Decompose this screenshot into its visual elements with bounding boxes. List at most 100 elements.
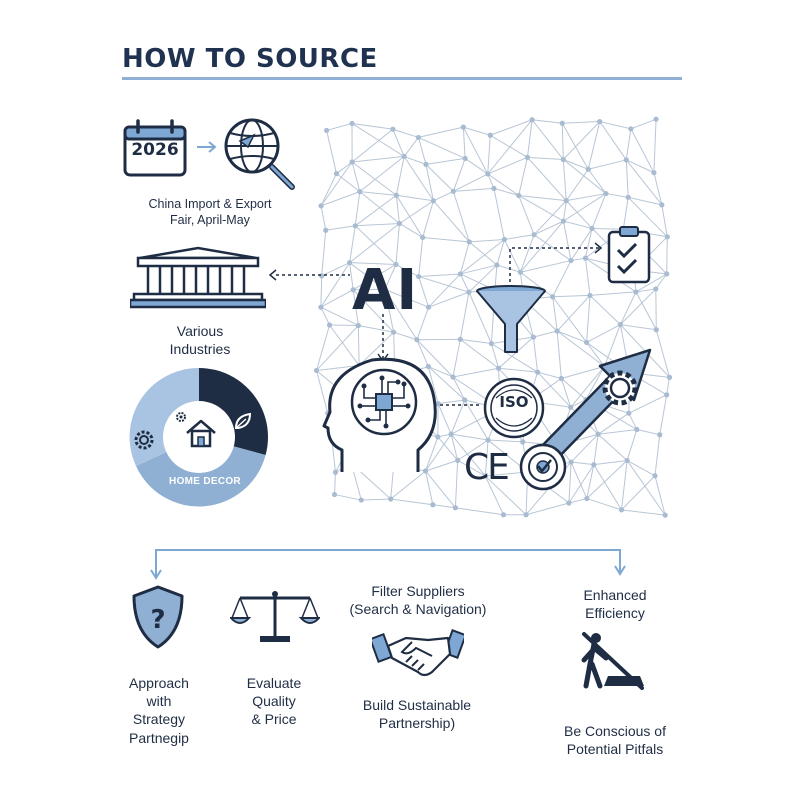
network-link <box>416 339 429 367</box>
network-link <box>562 159 567 201</box>
network-link <box>625 159 663 206</box>
network-node <box>414 337 420 343</box>
network-link <box>464 399 489 441</box>
network-node <box>666 374 673 380</box>
network-link <box>459 241 470 275</box>
network-link <box>654 475 666 516</box>
network-link <box>359 191 397 196</box>
network-link <box>460 239 505 275</box>
network-link <box>518 195 564 222</box>
network-link <box>418 276 470 293</box>
network-node <box>462 397 468 403</box>
network-link <box>527 157 567 201</box>
network-link <box>351 122 393 130</box>
network-link <box>561 123 589 170</box>
network-link <box>357 325 360 366</box>
network-link <box>626 460 666 516</box>
network-link <box>452 376 466 401</box>
network-link <box>433 200 470 243</box>
network-link <box>336 173 361 193</box>
network-link <box>584 258 591 296</box>
network-node <box>332 469 339 475</box>
network-link <box>490 343 500 369</box>
network-link <box>622 197 629 230</box>
network-node <box>355 322 361 329</box>
network-node <box>560 156 566 163</box>
network-link <box>451 433 489 441</box>
network-link <box>625 128 632 161</box>
network-link <box>321 262 350 277</box>
network-link <box>490 134 528 158</box>
pitfalls-label: Be Conscious of Potential Pitfals <box>540 722 690 758</box>
page-title: HOW TO SOURCE <box>122 44 378 74</box>
network-link <box>561 365 605 380</box>
network-node <box>326 322 333 328</box>
network-link <box>315 370 329 414</box>
arrow-right-icon <box>197 141 217 153</box>
network-link <box>556 330 587 343</box>
network-node <box>487 132 493 138</box>
approach-label: Approach with Strategy Partnegip <box>104 674 214 747</box>
network-node <box>589 225 595 232</box>
network-link <box>351 128 394 163</box>
network-node <box>652 473 658 479</box>
network-link <box>425 470 456 509</box>
network-link <box>425 164 434 201</box>
network-link <box>565 200 593 229</box>
network-link <box>455 507 504 516</box>
network-node <box>495 365 502 371</box>
pitfalls-label-line1: Be Conscious of <box>564 723 666 739</box>
iso-label: ISO <box>499 393 529 411</box>
ce-mark-label: CE <box>464 447 510 488</box>
network-link <box>619 291 637 325</box>
network-link <box>626 460 656 477</box>
network-link <box>349 262 386 290</box>
filter-label-line2: (Search & Navigation) <box>349 601 487 618</box>
connector-brain-to-iso <box>440 404 482 406</box>
pitfalls-label-line2: Potential Pitfals <box>566 741 664 758</box>
network-node <box>566 500 572 506</box>
network-link <box>460 264 498 275</box>
network-link <box>452 367 499 378</box>
checklist-icon <box>607 226 651 284</box>
network-node <box>664 271 670 277</box>
network-node <box>582 255 589 261</box>
network-link <box>556 330 562 379</box>
leaf-icon <box>234 412 252 429</box>
network-link <box>320 161 353 207</box>
network-link <box>591 193 607 229</box>
network-node <box>517 269 523 275</box>
network-link <box>586 464 595 499</box>
network-node <box>529 117 535 123</box>
network-link <box>320 262 351 308</box>
network-node <box>485 171 491 177</box>
network-node <box>422 468 429 474</box>
network-link <box>416 307 430 340</box>
network-link <box>454 460 459 508</box>
network-node <box>396 220 403 227</box>
network-link <box>437 403 452 435</box>
network-link <box>586 324 621 343</box>
approach-label-line3: Strategy <box>132 711 186 728</box>
evaluate-label-line3: & Price <box>251 711 297 728</box>
network-link <box>537 371 562 380</box>
network-link <box>493 188 505 240</box>
network-node <box>450 188 456 194</box>
network-link <box>361 498 391 501</box>
efficiency-label-line1: Enhanced <box>583 587 647 603</box>
network-node <box>568 459 574 465</box>
network-node <box>350 287 356 293</box>
build-label-line2: Partnership) <box>378 715 456 732</box>
network-link <box>395 156 405 196</box>
network-link <box>418 126 464 138</box>
balance-scale-icon <box>230 591 320 642</box>
network-link <box>586 460 628 499</box>
network-link <box>384 288 429 308</box>
network-link <box>395 223 400 265</box>
network-link <box>586 498 622 511</box>
network-node <box>349 120 355 127</box>
filter-label-line1: Filter Suppliers <box>371 583 465 599</box>
network-node <box>391 329 397 335</box>
shield-question-icon: ? <box>132 585 184 649</box>
network-link <box>597 433 628 461</box>
